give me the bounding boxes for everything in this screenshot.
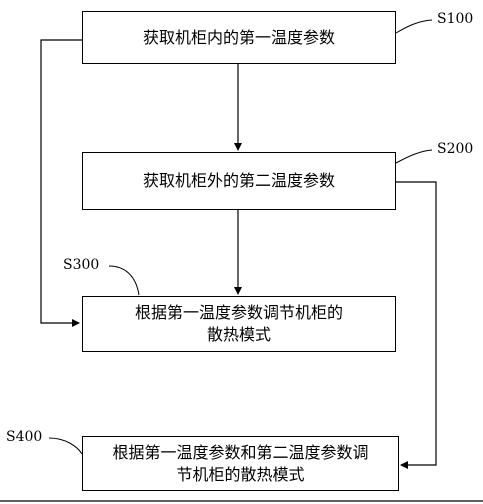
step-s200-box: 获取机柜外的第二温度参数: [82, 152, 396, 210]
leader-s200: [395, 149, 433, 164]
arrow-s100-to-s300: [40, 39, 82, 327]
step-s400-label: S400: [6, 429, 43, 445]
step-s400-line2: 节机柜的散热模式: [176, 464, 305, 484]
leader-s100: [395, 19, 433, 34]
step-s100-label: S100: [437, 11, 474, 27]
step-s200-label: S200: [437, 141, 474, 157]
step-s100-box: 获取机柜内的第一温度参数: [82, 11, 396, 64]
arrow-s200-to-s400: [396, 181, 437, 469]
step-s300-label: S300: [63, 257, 100, 273]
leader-s400: [48, 437, 83, 455]
step-s200-text: 获取机柜外的第二温度参数: [142, 171, 335, 190]
step-s300-line1: 根据第一温度参数调节机柜的: [134, 303, 343, 322]
step-s300-line2: 散热模式: [206, 325, 271, 344]
step-s400-box: 根据第一温度参数和第二温度参数调 节机柜的散热模式: [82, 436, 399, 491]
step-s100-text: 获取机柜内的第一温度参数: [142, 27, 335, 47]
step-s400-line1: 根据第一温度参数和第二温度参数调: [112, 442, 369, 462]
step-s300-box: 根据第一温度参数调节机柜的 散热模式: [82, 296, 396, 352]
leader-s300: [108, 265, 140, 296]
